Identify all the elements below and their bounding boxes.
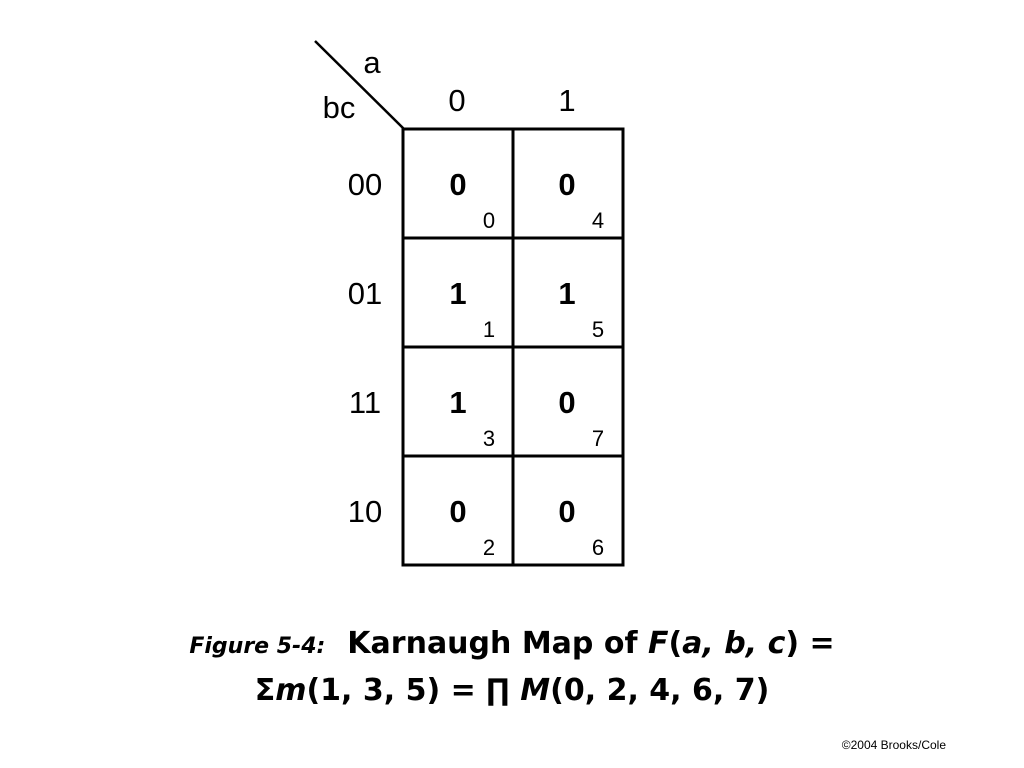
column-header-1: 1 <box>558 83 575 118</box>
cell-value: 0 <box>449 167 466 202</box>
cell-value: 0 <box>558 167 575 202</box>
caption-line-1: Figure 5-4: Karnaugh Map of F(a, b, c) = <box>0 622 1024 669</box>
copyright-notice: ©2004 Brooks/Cole <box>841 738 946 752</box>
cell-minterm-index: 5 <box>592 317 604 342</box>
row-variable-label: bc <box>323 90 356 125</box>
function-arguments: a, b, c <box>682 626 786 661</box>
caption-equals: ) = <box>785 626 835 661</box>
cell-value: 1 <box>449 385 466 420</box>
maxterm-symbol: M <box>520 673 551 708</box>
minterm-list: (1, 3, 5) = <box>306 673 476 708</box>
open-paren: ( <box>668 626 683 661</box>
sigma-symbol: Σ <box>254 673 276 708</box>
caption-text: Karnaugh Map of <box>347 626 638 661</box>
minterm-symbol: m <box>275 673 307 708</box>
cell-minterm-index: 3 <box>483 426 495 451</box>
row-header-00: 00 <box>348 167 382 202</box>
cell-minterm-index: 4 <box>592 208 604 233</box>
cell-minterm-index: 0 <box>483 208 495 233</box>
cell-value: 0 <box>558 494 575 529</box>
caption-line-2: Σm(1, 3, 5) = ∏ M(0, 2, 4, 6, 7) <box>0 669 1024 713</box>
column-header-0: 0 <box>448 83 465 118</box>
row-header-11: 11 <box>349 385 381 420</box>
corner-diagonal <box>314 40 405 130</box>
column-variable-label: a <box>363 45 381 80</box>
function-name: F <box>647 626 669 661</box>
cell-value: 0 <box>449 494 466 529</box>
cell-value: 1 <box>558 276 575 311</box>
figure-caption: Figure 5-4:Karnaugh Map of F(a, b, c) = … <box>0 622 1024 713</box>
row-header-10: 10 <box>348 494 382 529</box>
cell-minterm-index: 2 <box>483 535 495 560</box>
pi-symbol: ∏ <box>486 673 510 708</box>
cell-minterm-index: 1 <box>483 317 495 342</box>
cell-value: 0 <box>558 385 575 420</box>
cell-value: 1 <box>449 276 466 311</box>
maxterm-list: (0, 2, 4, 6, 7) <box>550 673 770 708</box>
karnaugh-map: a bc 0 1 00 01 11 10 0 0 0 4 1 1 1 5 1 3… <box>314 40 625 567</box>
cell-minterm-index: 7 <box>592 426 604 451</box>
cell-minterm-index: 6 <box>592 535 604 560</box>
figure-label: Figure 5-4: <box>189 634 326 659</box>
row-header-01: 01 <box>348 276 382 311</box>
